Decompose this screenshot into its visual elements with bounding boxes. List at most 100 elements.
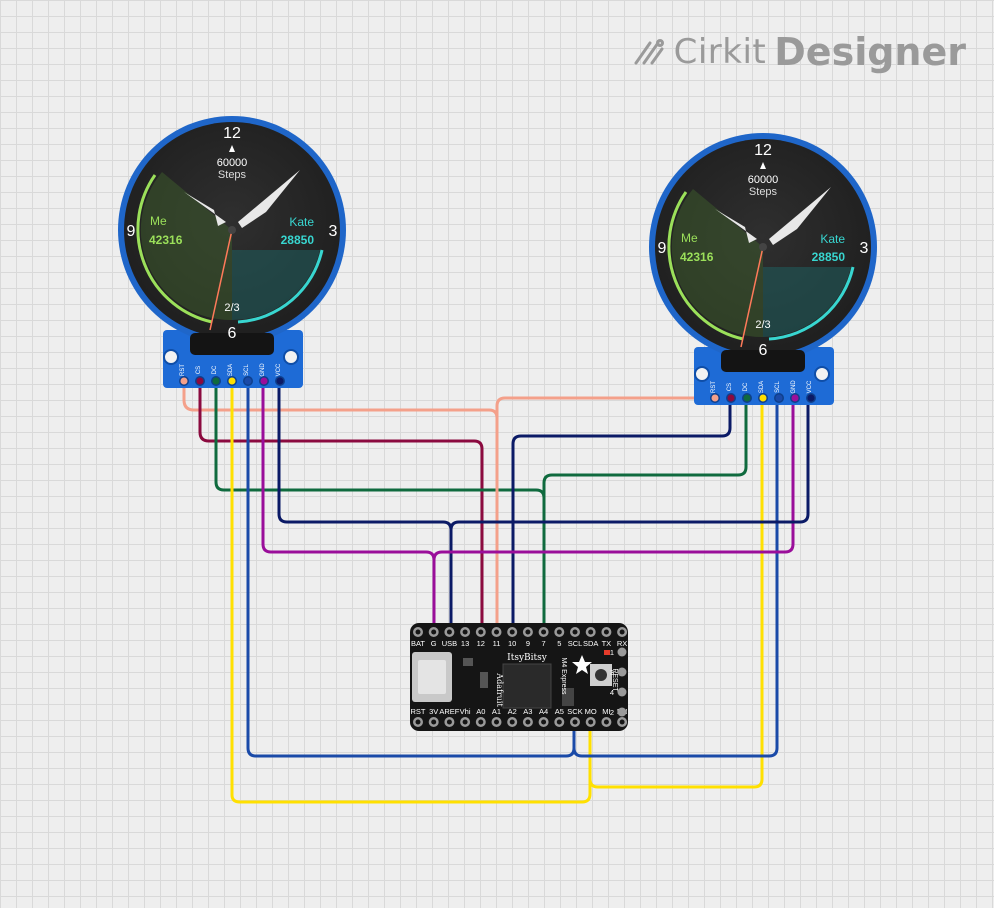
board-pin-label: G [431, 639, 437, 648]
pin-label-cs: CS [196, 366, 202, 374]
board-pin-hole [556, 719, 562, 725]
board-pin-label: 12 [477, 639, 485, 648]
wire-left-gnd[interactable] [261, 381, 436, 631]
board-maker: Adafruit [495, 672, 504, 707]
board-pin-label: A2 [508, 707, 517, 716]
wire-right-vcc[interactable] [449, 398, 810, 531]
board-pin-hole [415, 629, 421, 635]
pin-label-vcc: VCC [807, 380, 813, 393]
wire-right-rst[interactable] [495, 396, 715, 631]
kate-label: Kate [820, 232, 845, 246]
pin-label-rst: RST [180, 364, 186, 376]
wire-right-cs[interactable] [511, 398, 732, 631]
board-pin-label: A4 [539, 707, 548, 716]
board-pin-hole [541, 629, 547, 635]
mcu-chip [502, 663, 552, 709]
board-pin-side[interactable] [617, 647, 627, 657]
board-pin-label: RX [617, 639, 627, 648]
board-pin-hole [478, 629, 484, 635]
board-pin-hole [478, 719, 484, 725]
pin-label-dc: DC [212, 365, 218, 374]
wire-left-cs[interactable] [198, 381, 484, 631]
page-indicator: 2/3 [224, 302, 239, 314]
board-pin-side[interactable] [617, 707, 627, 717]
board-pin-label: 2 [610, 708, 614, 717]
brand-name-bold: Designer [774, 30, 966, 74]
board-pin-hole [556, 629, 562, 635]
mark-6: 6 [228, 325, 237, 342]
me-label: Me [681, 231, 698, 245]
board-pin-hole [572, 629, 578, 635]
pin-scl[interactable] [244, 377, 252, 385]
pin-cs[interactable] [196, 377, 204, 385]
board-pin-label: USB [442, 639, 457, 648]
pin-label-gnd: GND [260, 363, 266, 377]
pin-scl[interactable] [775, 394, 783, 402]
board-pin-hole [415, 719, 421, 725]
board-pin-side[interactable] [617, 667, 627, 677]
pin-vcc[interactable] [807, 394, 815, 402]
board-pin-label: A5 [555, 707, 564, 716]
board-pin-label: SCL [568, 639, 583, 648]
mark-12: 12 [754, 142, 772, 159]
board-pin-label: A1 [492, 707, 501, 716]
pin-vcc[interactable] [276, 377, 284, 385]
board-pin-hole [509, 629, 515, 635]
pin-label-gnd: GND [791, 380, 797, 394]
board-pin-hole [525, 629, 531, 635]
mount-hole [283, 349, 299, 365]
pin-cs[interactable] [727, 394, 735, 402]
wire-right-sda[interactable] [588, 398, 764, 789]
goal-unit: Steps [749, 186, 778, 198]
board-pin-label: RST [411, 707, 426, 716]
board-pin-label: A3 [523, 707, 532, 716]
pin-label-dc: DC [743, 382, 749, 391]
kate-label: Kate [289, 215, 314, 229]
wire-left-vcc[interactable] [277, 381, 453, 631]
board-pin-hole [462, 719, 468, 725]
pin-label-cs: CS [727, 383, 733, 391]
mount-hole [814, 366, 830, 382]
reset-label: RESET [611, 668, 618, 692]
board-pin-label: 7 [542, 639, 546, 648]
board-pin-hole [588, 629, 594, 635]
pin-gnd[interactable] [791, 394, 799, 402]
pin-dc[interactable] [743, 394, 751, 402]
board-pin-label: 1 [610, 648, 614, 657]
pin-sda[interactable] [759, 394, 767, 402]
wire-left-dc[interactable] [214, 381, 546, 631]
board-pin-hole [431, 629, 437, 635]
pin-dc[interactable] [212, 377, 220, 385]
board-pin-hole [619, 629, 625, 635]
board-pin-side[interactable] [617, 687, 627, 697]
pin-label-scl: SCL [244, 364, 250, 376]
board-pin-label: MO [585, 707, 597, 716]
board-pin-label: SCK [567, 707, 582, 716]
board-pin-hole [619, 719, 625, 725]
wire-right-scl[interactable] [572, 398, 779, 758]
round-tft-display-left[interactable]: 12 3 6 9 60000 Steps Me 42316 Kate 28850… [118, 116, 346, 388]
pin-sda[interactable] [228, 377, 236, 385]
board-pin-label: AREF [439, 707, 459, 716]
wire-right-dc[interactable] [542, 398, 748, 631]
board-pin-label: Vhi [460, 707, 471, 716]
pin-label-sda: SDA [228, 364, 234, 376]
board-pin-label: SDA [583, 639, 598, 648]
wire-left-sda[interactable] [230, 381, 592, 804]
me-label: Me [150, 214, 167, 228]
board-pin-hole [462, 629, 468, 635]
pin-rst[interactable] [711, 394, 719, 402]
brand-name-light: Cirkit [673, 32, 767, 72]
round-tft-display-right[interactable]: 12 3 6 9 60000 Steps Me 42316 Kate 28850… [649, 133, 877, 405]
pin-gnd[interactable] [260, 377, 268, 385]
goal-unit: Steps [218, 169, 247, 181]
pin-rst[interactable] [180, 377, 188, 385]
board-pin-hole [541, 719, 547, 725]
board-pin-label: 3 [610, 668, 614, 677]
wire-right-gnd[interactable] [432, 398, 795, 561]
board-pin-hole [446, 629, 452, 635]
